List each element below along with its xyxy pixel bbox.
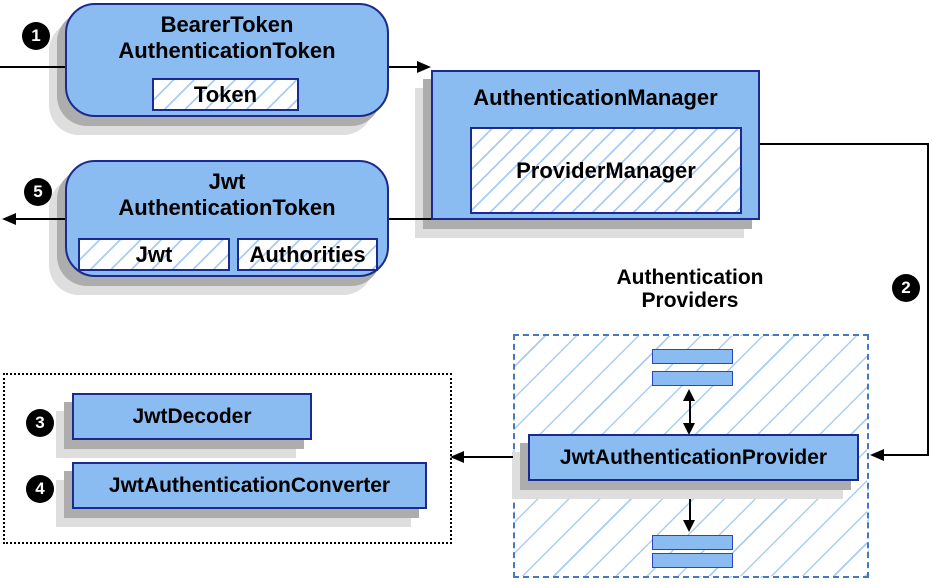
arrowhead-down-icon [683, 520, 695, 532]
authentication-manager-title: AuthenticationManager [473, 85, 718, 110]
manager-to-jwt-token-line [389, 218, 431, 220]
jwt-decoder-box: JwtDecoder [72, 393, 312, 440]
token-field-box: Token [152, 78, 299, 111]
step-3-badge: 3 [26, 409, 54, 437]
provider-manager-box: ProviderManager [470, 127, 742, 214]
arrowhead-left-icon [450, 451, 464, 463]
outgoing-result-line [8, 218, 65, 220]
step-4-badge: 4 [26, 475, 54, 503]
step-5-badge: 5 [24, 178, 52, 206]
authentication-providers-title: Authentication Providers [616, 266, 764, 312]
provider-placeholder-bar [652, 535, 733, 550]
jwt-token-box-title: Jwt AuthenticationToken [118, 169, 336, 220]
arrowhead-left-icon [870, 449, 884, 461]
jwt-authentication-converter-box: JwtAuthenticationConverter [72, 462, 427, 509]
arrowhead-right-icon [417, 61, 431, 73]
manager-to-provider-line [927, 143, 929, 456]
jwt-authentication-token-box: Jwt AuthenticationToken Jwt Authorities [65, 160, 389, 277]
manager-to-provider-line [884, 454, 929, 456]
authorities-field-box: Authorities [237, 238, 378, 271]
arrowhead-up-icon [683, 389, 695, 401]
step-2-badge: 2 [892, 274, 920, 302]
arrowhead-left-icon [2, 213, 16, 225]
jwt-authentication-provider-box: JwtAuthenticationProvider [528, 434, 859, 481]
jwt-field-box: Jwt [78, 238, 230, 271]
arrowhead-down-icon [683, 423, 695, 435]
authentication-manager-box: AuthenticationManager ProviderManager [431, 70, 760, 220]
bearer-token-authentication-token-box: BearerToken AuthenticationToken Token [65, 3, 389, 117]
provider-list-connector-line [689, 398, 691, 426]
token-to-manager-line [389, 66, 418, 68]
provider-placeholder-bar [652, 371, 733, 386]
provider-to-decoder-line [463, 456, 513, 458]
provider-list-connector-line [689, 496, 691, 522]
provider-placeholder-bar [652, 553, 733, 568]
arrowhead-up-icon [683, 487, 695, 499]
manager-to-provider-line [760, 143, 929, 145]
provider-placeholder-bar [652, 349, 733, 364]
incoming-request-line [0, 66, 65, 68]
step-1-badge: 1 [22, 22, 50, 50]
bearer-token-box-title: BearerToken AuthenticationToken [118, 12, 336, 63]
